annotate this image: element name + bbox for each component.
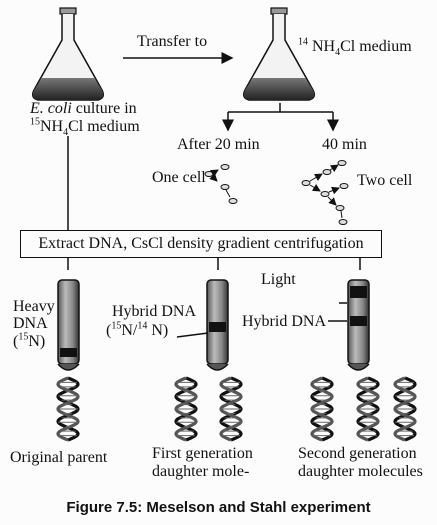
medium-14-label: 14 NH4Cl medium <box>298 36 412 59</box>
heavy-label-line1: Heavy <box>13 298 55 315</box>
one-cell-label: One cell <box>152 169 206 186</box>
tube-hybrid <box>206 279 229 371</box>
after-20-min-label: After 20 min <box>177 136 260 153</box>
hybrid1-pointer <box>176 332 209 338</box>
culture-label-line2: 15NH4Cl medium <box>30 116 140 139</box>
branch-lines <box>222 103 339 132</box>
hybrid2-label: Hybrid DNA <box>242 313 326 330</box>
light-label: Light <box>261 271 296 288</box>
tube-light-hybrid <box>347 279 370 371</box>
extract-dna-label: Extract DNA, CsCl density gradient centr… <box>38 235 364 252</box>
heavy-label-line3: (15N) <box>13 331 46 350</box>
first-gen-label-line2: daughter mole- <box>152 463 250 480</box>
heavy-label-line2: DNA <box>13 315 48 332</box>
40-min-label: 40 min <box>322 136 367 153</box>
second-gen-label-line1: Second generation <box>298 445 417 462</box>
box-to-tube-lines <box>67 258 361 270</box>
two-cell-label: Two cell <box>357 172 413 189</box>
tube-heavy <box>57 279 80 371</box>
left-flask <box>31 7 105 101</box>
second-gen-label-line2: daughter molecules <box>298 463 423 480</box>
transfer-label: Transfer to <box>137 33 208 50</box>
hybrid1-label-line2: (15N/14 N) <box>106 320 169 339</box>
first-gen-label-line1: First generation <box>152 445 253 462</box>
dna-helix <box>56 376 80 442</box>
right-flask <box>242 7 316 101</box>
dna-helix <box>310 376 334 442</box>
dna-helices <box>56 376 417 442</box>
dna-helix <box>393 376 417 442</box>
two-cell-division <box>301 160 349 225</box>
original-parent-label: Original parent <box>10 449 108 466</box>
dna-helix <box>219 376 243 442</box>
dna-helix <box>174 376 198 442</box>
extract-dna-box: Extract DNA, CsCl density gradient centr… <box>20 230 382 258</box>
dna-helix <box>356 376 380 442</box>
figure-caption: Figure 7.5: Meselson and Stahl experimen… <box>66 499 371 516</box>
hybrid1-label-line1: Hybrid DNA <box>112 303 196 320</box>
culture-label-line1: E. coli culture in <box>30 100 137 117</box>
one-cell-division <box>204 164 238 204</box>
